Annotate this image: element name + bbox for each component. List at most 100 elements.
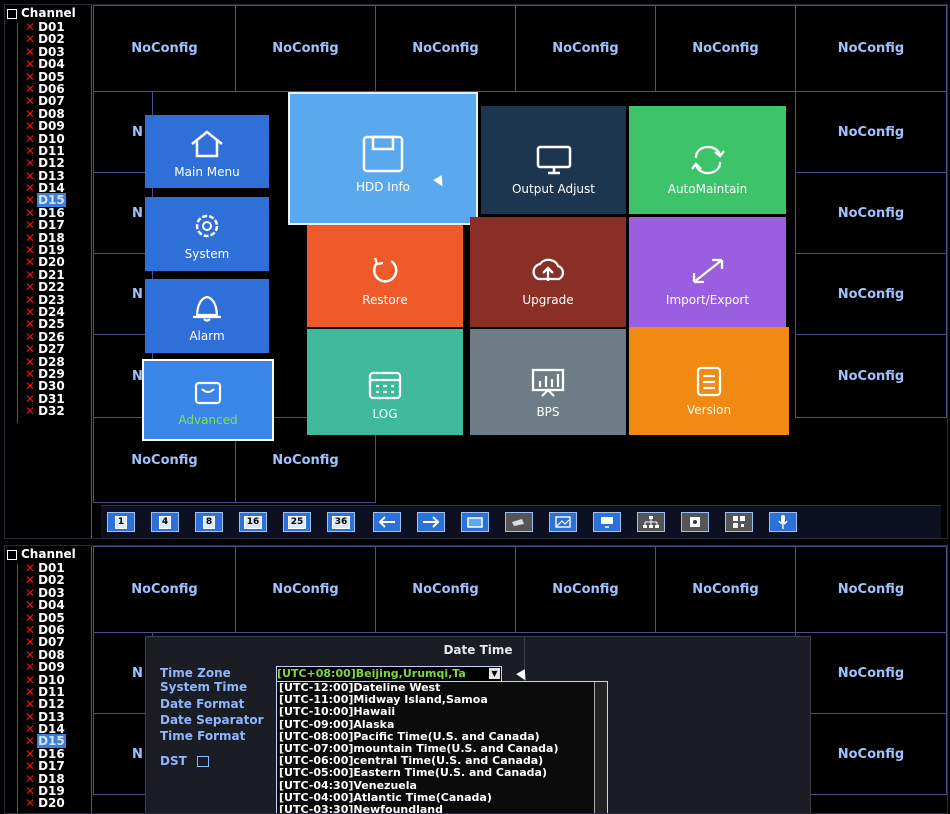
time-zone-option[interactable]: [UTC-09:00]Alaska [279,717,395,731]
alarm-tile[interactable]: Alarm [145,279,269,353]
channel-item[interactable]: ✕D19 [25,784,65,799]
time-zone-option[interactable]: [UTC-03:30]Newfoundland [279,802,444,814]
channel-cell[interactable]: NoConfig [655,5,796,92]
arrow-left-icon[interactable] [373,512,401,532]
channel-cell[interactable]: NoConfig [795,713,947,795]
channel-cell[interactable]: NoConfig [795,5,947,92]
arrow-right-icon[interactable] [417,512,445,532]
chevron-down-icon[interactable]: ▼ [489,668,500,679]
layout-16-button[interactable]: 16 [239,512,267,532]
time-zone-option[interactable]: [UTC-12:00]Dateline West [279,681,441,694]
channel-cell[interactable]: NoConfig [655,546,796,633]
channel-cell[interactable]: N [93,172,153,254]
channel-item[interactable]: ✕D28 [25,354,65,369]
hdd-info-tile[interactable]: HDD Info [288,92,478,225]
qr-icon[interactable] [725,512,753,532]
channel-cell[interactable]: N [93,713,153,795]
channel-item[interactable]: ✕D02 [25,32,65,47]
channel-item[interactable]: ✕D16 [25,205,65,220]
channel-item[interactable]: ✕D06 [25,622,65,637]
time-zone-option[interactable]: [UTC-06:00]central Time(U.S. and Canada) [279,754,544,768]
channel-item[interactable]: ✕D09 [25,119,65,134]
channel-item[interactable]: ✕D04 [25,57,65,72]
time-zone-option[interactable]: [UTC-10:00]Hawaii [279,705,396,719]
window-icon[interactable] [461,512,489,532]
channel-item[interactable]: ✕D14 [25,181,65,196]
channel-item[interactable]: ✕D06 [25,81,65,96]
main-menu-tile[interactable]: Main Menu [145,115,269,188]
time-zone-option[interactable]: [UTC-11:00]Midway Island,Samoa [279,693,488,707]
channel-item[interactable]: ✕D19 [25,243,65,258]
channel-item[interactable]: ✕D20 [25,255,65,270]
channel-item[interactable]: ✕D01 [25,20,65,34]
time-zone-select[interactable]: [UTC+08:00]Beijing,Urumqi,Ta ▼ [276,666,502,682]
channel-cell[interactable]: NoConfig [375,546,516,633]
channel-item[interactable]: ✕D11 [25,684,65,699]
time-zone-option[interactable]: [UTC-04:30]Venezuela [279,778,417,792]
channel-item[interactable]: ✕D05 [25,69,65,84]
layout-8-button[interactable]: 8 [195,512,223,532]
channel-item[interactable]: ✕D03 [25,44,65,59]
upgrade-tile[interactable]: Upgrade [470,217,626,327]
channel-item[interactable]: ✕D16 [25,746,65,761]
bps-tile[interactable]: BPS [470,329,626,435]
channel-item[interactable]: ✕D14 [25,722,65,737]
network-icon[interactable] [637,512,665,532]
channel-item[interactable]: ✕D12 [25,697,65,712]
channel-cell[interactable]: NoConfig [795,632,947,714]
time-zone-option[interactable]: [UTC-07:00]mountain Time(U.S. and Canada… [279,741,559,755]
channel-cell[interactable]: NoConfig [795,91,947,173]
channel-cell[interactable]: N [93,91,153,173]
channel-item[interactable]: ✕D07 [25,94,65,109]
channel-item[interactable]: ✕D17 [25,218,65,233]
channel-cell[interactable]: NoConfig [235,5,376,92]
mic-icon[interactable] [769,512,797,532]
channel-item[interactable]: ✕D18 [25,771,65,786]
channel-item[interactable]: ✕D15 [25,193,66,208]
channel-item[interactable]: ✕D11 [25,143,65,158]
camera-icon[interactable] [505,512,533,532]
channel-cell[interactable]: N [93,632,153,714]
channel-cell[interactable]: NoConfig [515,546,656,633]
channel-item[interactable]: ✕D29 [25,366,65,381]
channel-item[interactable]: ✕D27 [25,342,65,357]
output-adjust-tile[interactable]: Output Adjust [481,106,626,214]
channel-item[interactable]: ✕D10 [25,672,65,687]
time-zone-option[interactable]: [UTC-08:00]Pacific Time(U.S. and Canada) [279,729,540,743]
channel-title[interactable]: Channel [7,7,91,20]
channel-item[interactable]: ✕D26 [25,329,65,344]
channel-item[interactable]: ✕D01 [25,561,65,575]
channel-cell[interactable]: NoConfig [795,253,947,335]
channel-item[interactable]: ✕D05 [25,610,65,625]
channel-item[interactable]: ✕D09 [25,660,65,675]
channel-item[interactable]: ✕D31 [25,391,65,406]
channel-item[interactable]: ✕D02 [25,573,65,588]
channel-item[interactable]: ✕D23 [25,292,65,307]
channel-item[interactable]: ✕D10 [25,131,65,146]
version-tile[interactable]: Version [629,327,789,435]
collapse-icon[interactable] [7,549,17,560]
channel-item[interactable]: ✕D03 [25,585,65,600]
collapse-icon[interactable] [7,8,17,19]
channel-item[interactable]: ✕D13 [25,709,65,724]
automaintain-tile[interactable]: AutoMaintain [629,106,786,214]
time-zone-option[interactable]: [UTC-05:00]Eastern Time(U.S. and Canada) [279,766,547,780]
channel-cell[interactable]: NoConfig [93,546,236,633]
channel-item[interactable]: ✕D20 [25,796,65,811]
channel-item[interactable]: ✕D22 [25,280,65,295]
log-tile[interactable]: LOG [307,329,463,435]
layout-25-button[interactable]: 25 [283,512,311,532]
time-zone-option[interactable]: [UTC-04:00]Atlantic Time(Canada) [279,790,492,804]
channel-item[interactable]: ✕D13 [25,168,65,183]
channel-item[interactable]: ✕D30 [25,379,65,394]
restore-tile[interactable]: Restore [307,225,463,327]
layout-4-button[interactable]: 4 [151,512,179,532]
advanced-tile[interactable]: Advanced [142,359,274,441]
channel-item[interactable]: ✕D24 [25,304,65,319]
channel-cell[interactable]: NoConfig [235,546,376,633]
channel-cell[interactable]: NoConfig [235,417,376,503]
channel-item[interactable]: ✕D25 [25,317,65,332]
channel-cell[interactable]: NoConfig [375,5,516,92]
channel-item[interactable]: ✕D32 [25,404,65,419]
channel-item[interactable]: ✕D07 [25,635,65,650]
